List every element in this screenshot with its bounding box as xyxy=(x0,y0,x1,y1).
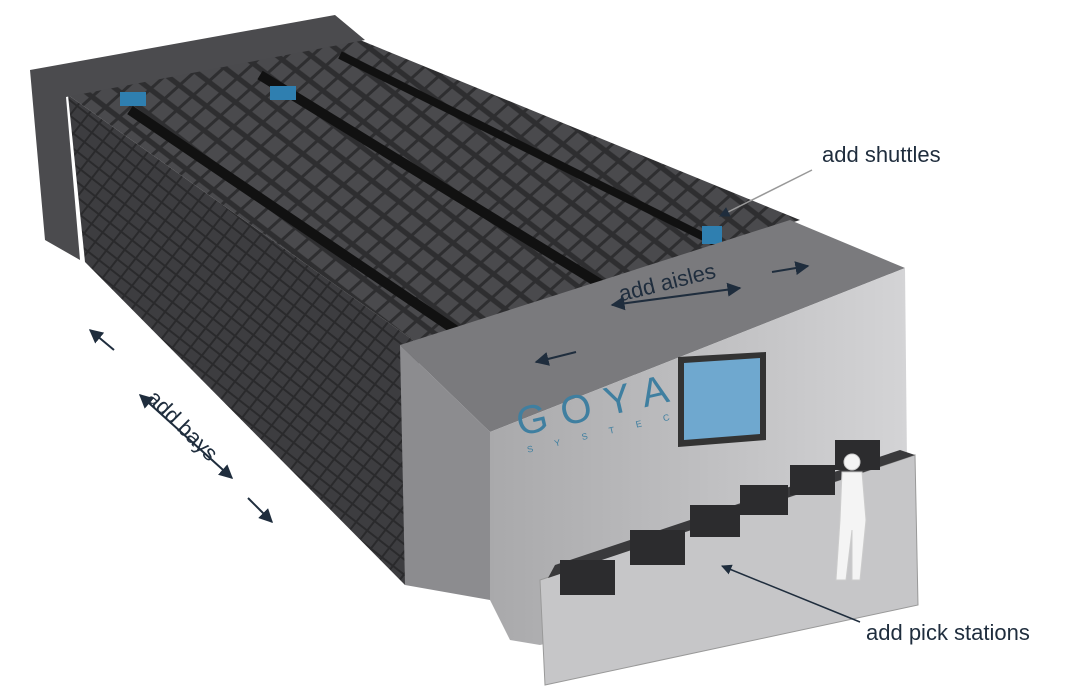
bays-arrow-up xyxy=(88,329,115,351)
front-top-cover xyxy=(400,220,905,432)
aisle xyxy=(257,70,613,295)
bays-arrow-down xyxy=(247,497,273,523)
front-side xyxy=(400,345,490,600)
label-add-shuttles: add shuttles xyxy=(822,142,941,167)
pick-stations-pointer xyxy=(721,564,861,623)
aisles-arrow xyxy=(610,282,742,311)
shuttle xyxy=(120,92,146,106)
rack-top xyxy=(68,40,800,345)
shuttle xyxy=(270,86,296,100)
label-add-pick-stations: add pick stations xyxy=(866,620,1030,645)
shuttles-pointer xyxy=(719,169,813,217)
operator-figure xyxy=(835,453,867,581)
aisles-arrow-left xyxy=(534,351,577,366)
aisles-arrow-right xyxy=(771,261,810,275)
bays-arrow xyxy=(138,394,234,479)
shuttle xyxy=(702,226,722,244)
aisle xyxy=(338,51,722,249)
rack-side xyxy=(68,95,420,585)
aisle xyxy=(127,105,473,345)
back-header xyxy=(30,15,365,260)
